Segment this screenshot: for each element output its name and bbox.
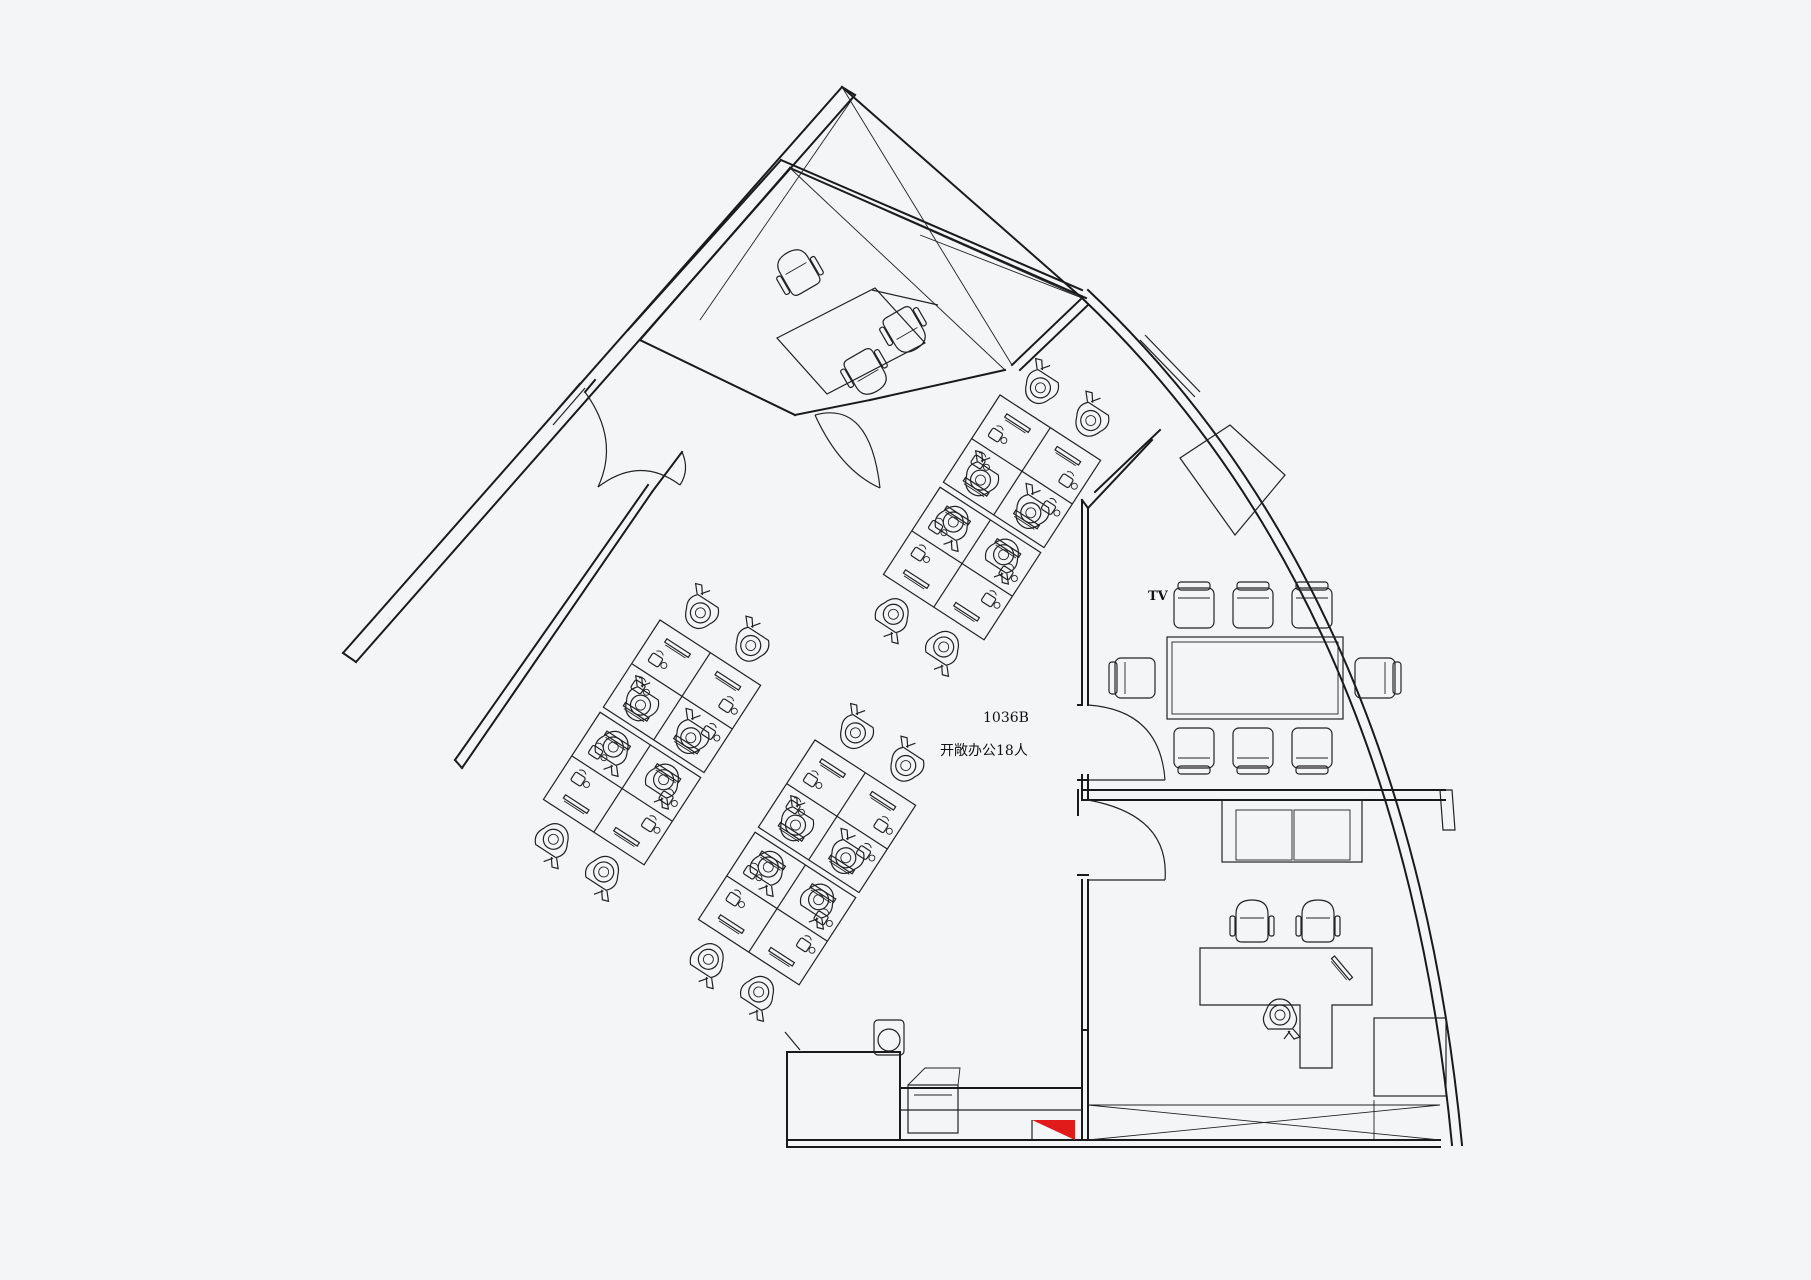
workstations <box>515 351 1129 1028</box>
red-marker <box>1032 1120 1075 1140</box>
private-office-north <box>626 86 1090 489</box>
entry-door <box>583 378 687 494</box>
room-label: 开敞办公18人 <box>940 743 1028 759</box>
workstation-pod-w <box>515 576 789 908</box>
manager-office <box>1081 799 1447 1141</box>
interior-walls <box>1077 704 1089 1031</box>
meeting-room: TV <box>1080 424 1446 801</box>
workstation-pod-s <box>670 696 944 1028</box>
tv-label: TV <box>1148 589 1169 604</box>
room-number: 1036B <box>983 710 1029 726</box>
service-area <box>784 1019 1083 1141</box>
